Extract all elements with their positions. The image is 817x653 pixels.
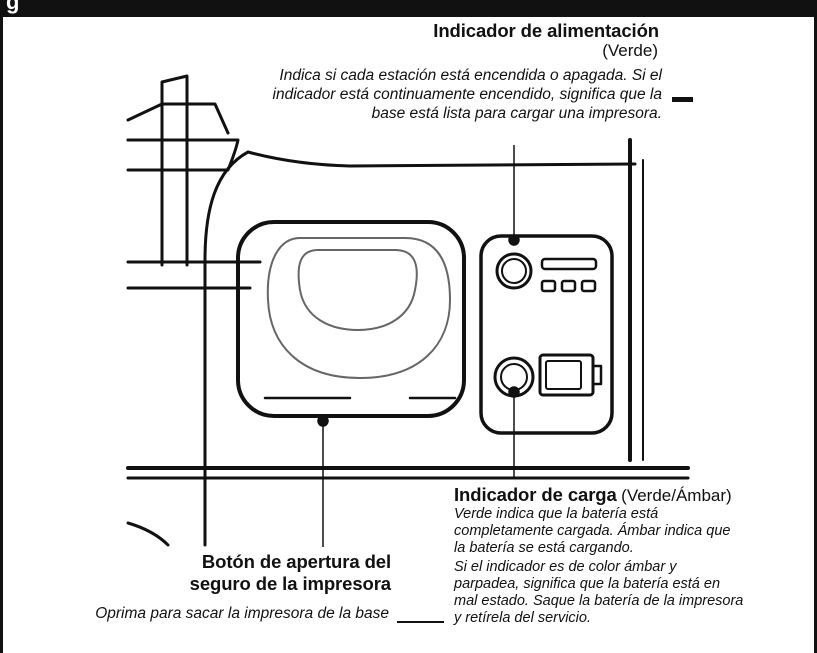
base-outer-curve — [203, 150, 637, 547]
release-button-housing — [236, 220, 466, 418]
power-led-inner — [501, 258, 527, 284]
charge-indicator-desc-line-6: mal estado. Saque la batería de la impre… — [454, 593, 744, 609]
charge-indicator-title: Indicador de carga — [454, 484, 617, 505]
charge-indicator-desc-line-3: la batería se está cargando. — [454, 540, 634, 556]
power-leader-dot — [508, 234, 520, 246]
charge-indicator-desc-line-1: Verde indica que la batería está — [454, 506, 659, 522]
power-led-ring — [495, 252, 533, 290]
battery-tip — [591, 364, 603, 386]
release-button-center — [297, 249, 418, 332]
power-level-bar — [540, 257, 598, 271]
release-button-title-line-2: seguro de la impresora — [189, 573, 391, 594]
header-bar: g — [0, 0, 817, 17]
release-button-dome — [266, 237, 452, 380]
charge-indicator-desc-line-2: completamente cargada. Ámbar indica que — [454, 523, 731, 539]
bottom-curve — [126, 521, 170, 547]
power-slot-2 — [560, 279, 577, 293]
charge-leader-dot — [508, 386, 520, 398]
power-indicator-desc-line-1: Indica si cada estación está encendida o… — [279, 67, 662, 84]
release-button-desc: Oprima para sacar la impresora de la bas… — [95, 605, 389, 622]
indicator-panel — [479, 234, 614, 435]
header-letter: g — [6, 0, 20, 14]
power-slot-3 — [580, 279, 597, 293]
release-button-title-line-1: Botón de apertura del — [201, 551, 391, 572]
power-slot-1 — [540, 279, 557, 293]
power-indicator-desc-line-2: indicador está continuamente encendido, … — [272, 86, 662, 103]
battery-inner — [545, 360, 582, 390]
charge-indicator-color: (Verde/Ámbar) — [621, 486, 732, 505]
charge-indicator-desc-line-7: y retírela del servicio. — [454, 610, 591, 626]
power-indicator-title: Indicador de alimentación — [433, 20, 659, 41]
printer-body-curve — [126, 138, 240, 172]
charge-indicator-desc-line-4: Si el indicador es de color ámbar y — [454, 559, 677, 575]
release-leader-dot — [317, 415, 329, 427]
charge-led-inner — [500, 363, 528, 391]
printer-clip-outline — [126, 74, 230, 142]
power-indicator-color: (Verde) — [602, 41, 658, 60]
charge-indicator-desc-line-5: parpadea, significa que la batería está … — [454, 576, 721, 592]
charge-indicator-heading: Indicador de carga (Verde/Ámbar) — [454, 484, 732, 506]
edge-tick-mark — [672, 97, 693, 102]
power-indicator-desc-line-3: base está lista para cargar una impresor… — [371, 105, 662, 122]
